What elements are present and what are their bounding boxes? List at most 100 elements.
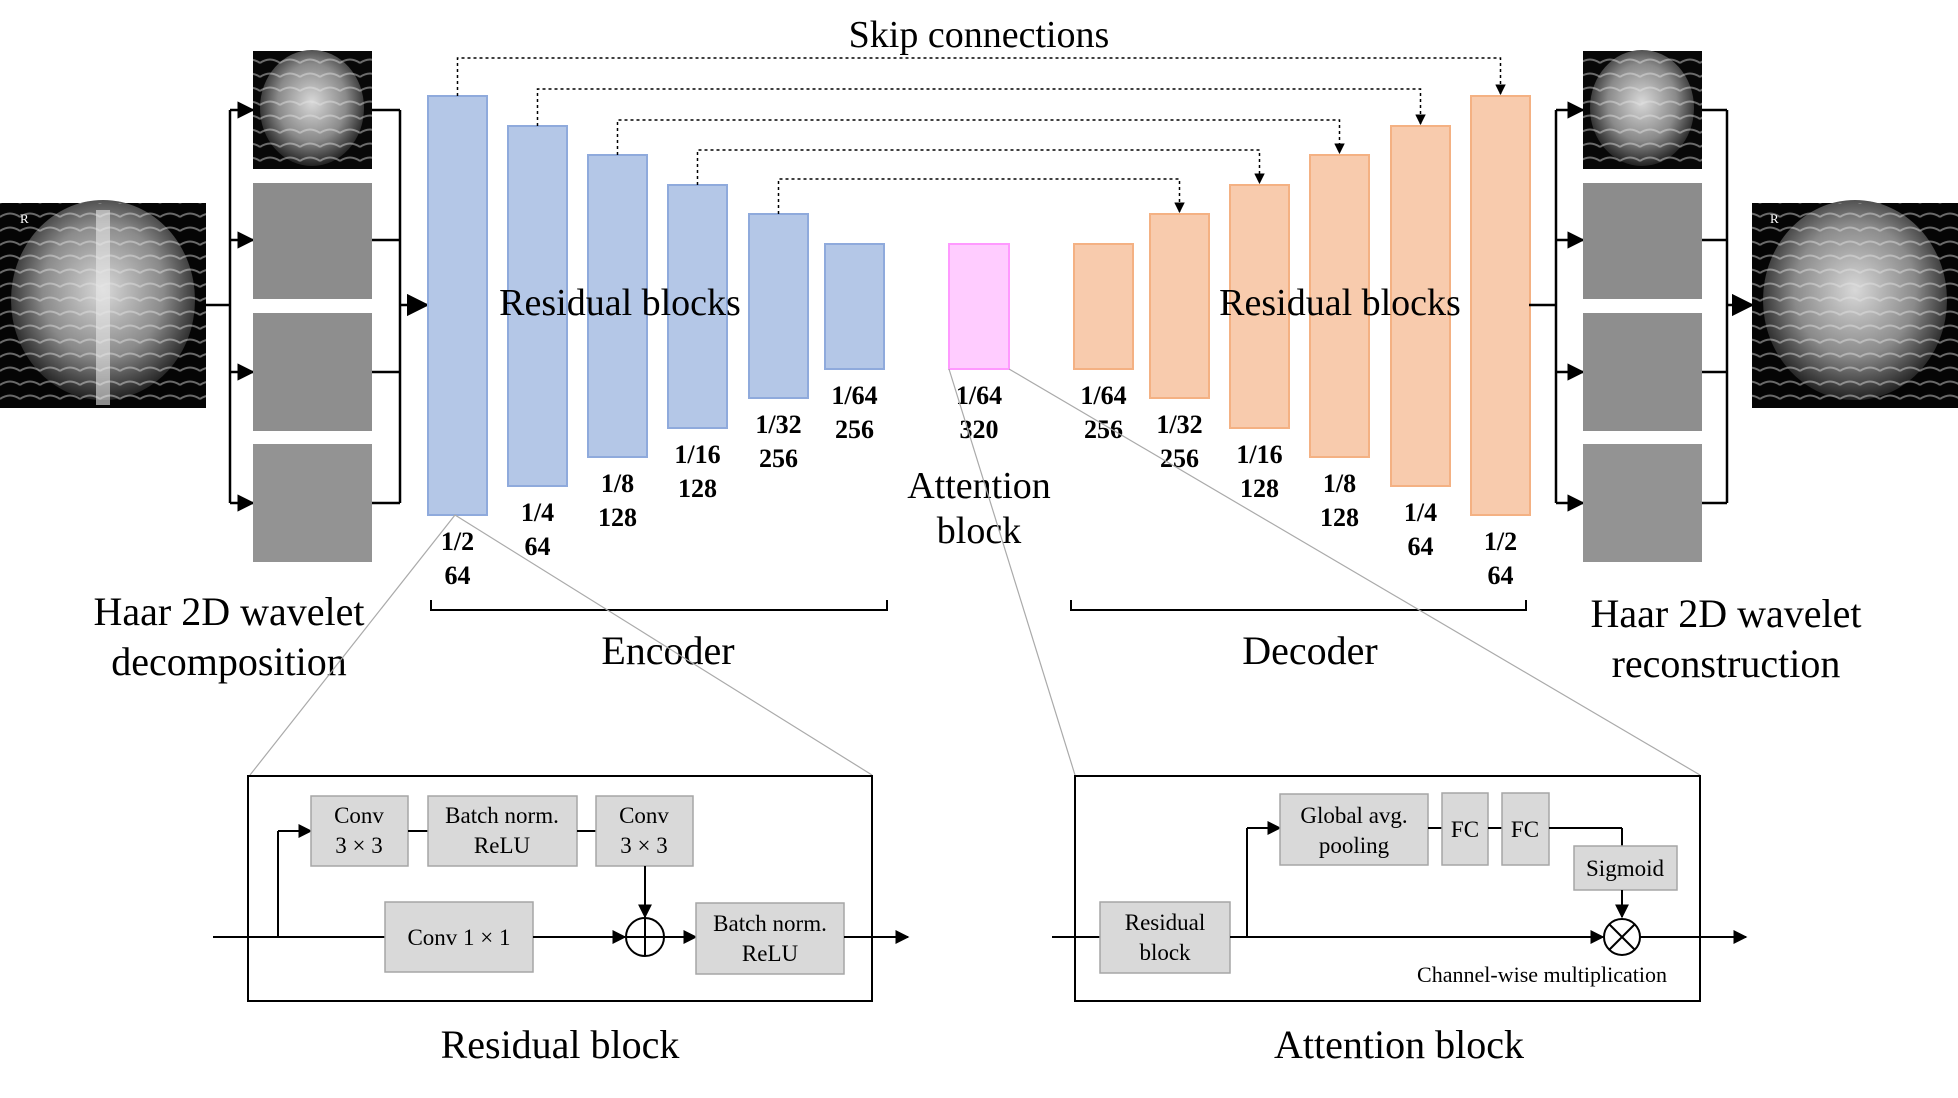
subband-ll-right — [1583, 50, 1702, 169]
input-xray-image: R — [0, 200, 206, 408]
sigmoid-label: Sigmoid — [1586, 856, 1664, 881]
encoder-block-5-channels: 256 — [759, 444, 798, 473]
reconstruction-label-line1: Haar 2D wavelet — [1591, 591, 1862, 636]
decoder-block-3-channels: 128 — [1240, 474, 1279, 503]
batchnorm-relu-a-line1: Batch norm. — [445, 803, 559, 828]
decoder-block-5-channels: 64 — [1408, 532, 1434, 561]
channel-multiplication-note: Channel-wise multiplication — [1417, 962, 1667, 987]
encoder-block-5-scale: 1/32 — [755, 410, 801, 439]
encoder-block-3-scale: 1/8 — [601, 469, 634, 498]
encoder-block-1-channels: 64 — [445, 561, 471, 590]
encoder-block-3-channels: 128 — [598, 503, 637, 532]
encoder-block-4-channels: 128 — [678, 474, 717, 503]
encoder-brace — [430, 600, 888, 611]
conv3x3-b-line1: Conv — [619, 803, 669, 828]
attn-residual-box: Residual block — [1099, 901, 1231, 974]
conv3x3-b-box: Conv 3 × 3 — [595, 795, 694, 867]
subband-ll-left — [253, 50, 372, 169]
encoder-block-6 — [824, 243, 885, 370]
subband-hh-left — [253, 444, 372, 562]
decoder-block-6-scale: 1/2 — [1484, 527, 1517, 556]
global-avg-pooling-box: Global avg. pooling — [1279, 793, 1429, 866]
encoder-block-4 — [667, 184, 728, 429]
residual-block-detail: Conv 3 × 3 Batch norm. ReLU Conv 3 × 3 C… — [213, 775, 910, 1002]
decomposition-merge — [372, 108, 430, 505]
decoder-block-2-channels: 256 — [1160, 444, 1199, 473]
encoder-block-6-scale: 1/64 — [831, 381, 877, 410]
subband-lh-right — [1583, 183, 1702, 299]
attn-residual-line1: Residual — [1125, 910, 1206, 935]
encoder-block-4-scale: 1/16 — [674, 440, 720, 469]
residual-block-title: Residual block — [441, 1022, 680, 1067]
skip-connection-5 — [777, 178, 1185, 214]
decomposition-label-line1: Haar 2D wavelet — [94, 589, 365, 634]
decoder-block-2 — [1149, 213, 1210, 399]
decoder-block-3 — [1229, 184, 1290, 429]
encoder-residual-label: Residual blocks — [499, 282, 741, 324]
decoder-brace — [1070, 600, 1527, 611]
skip-connections-title: Skip connections — [849, 14, 1110, 56]
skip-connection-1 — [456, 57, 1506, 96]
batchnorm-relu-a-box: Batch norm. ReLU — [427, 795, 578, 867]
conv3x3-b-line2: 3 × 3 — [620, 833, 667, 858]
decoder-block-5 — [1390, 125, 1451, 487]
attention-label-line1: Attention — [907, 465, 1051, 507]
decoder-block-6 — [1470, 95, 1531, 516]
subband-lh-left — [253, 183, 372, 299]
reconstruction-merge — [1702, 108, 1755, 505]
conv1x1-box: Conv 1 × 1 — [384, 901, 534, 973]
sigmoid-box: Sigmoid — [1573, 845, 1678, 891]
zoom-guide-lines — [249, 368, 1701, 776]
fc1-label: FC — [1451, 817, 1479, 842]
encoder-block-5 — [748, 213, 809, 399]
decoder-block-4-channels: 128 — [1320, 503, 1359, 532]
decoder-block-2-scale: 1/32 — [1156, 410, 1202, 439]
attention-block-title: Attention block — [1274, 1022, 1524, 1067]
gap-line1: Global avg. — [1300, 803, 1407, 828]
attention-block-detail: Residual block Global avg. pooling FC FC… — [1052, 775, 1748, 1002]
decoder-label: Decoder — [1242, 628, 1377, 673]
encoder-block-2-channels: 64 — [525, 532, 551, 561]
encoder-block-6-channels: 256 — [835, 415, 874, 444]
encoder-block-2-scale: 1/4 — [521, 498, 554, 527]
reconstruction-fork — [1529, 101, 1585, 512]
attention-scale-label: 1/64 — [956, 381, 1002, 410]
decomposition-fork — [228, 101, 255, 512]
decoder-block-4-scale: 1/8 — [1323, 469, 1356, 498]
fc2-label: FC — [1511, 817, 1539, 842]
output-marker-label: R — [1770, 211, 1779, 226]
multiply-operator — [1603, 918, 1641, 956]
reconstruction-label-line2: reconstruction — [1612, 641, 1841, 686]
skip-connections — [456, 57, 1506, 214]
decoder-block-1-scale: 1/64 — [1080, 381, 1126, 410]
encoder-blocks: 1/2 64 1/4 64 1/8 128 1/16 128 1/32 256 1/64 256 — [427, 95, 885, 590]
skip-connection-3 — [616, 119, 1345, 155]
output-xray-image: R — [1752, 200, 1958, 408]
decoder-residual-label: Residual blocks — [1219, 282, 1461, 324]
encoder-block-3 — [587, 154, 648, 458]
decoder-block-1-channels: 256 — [1084, 415, 1123, 444]
decoder-block-1 — [1073, 243, 1134, 370]
input-marker-label: R — [20, 211, 29, 226]
encoder-block-1-scale: 1/2 — [441, 527, 474, 556]
conv1x1-label: Conv 1 × 1 — [407, 925, 510, 950]
decoder-block-3-scale: 1/16 — [1236, 440, 1282, 469]
decoder-block-6-channels: 64 — [1488, 561, 1514, 590]
encoder-block-2 — [507, 125, 568, 487]
add-operator — [625, 917, 665, 957]
conv3x3-a-line1: Conv — [334, 803, 384, 828]
attention-label-line2: block — [937, 510, 1021, 552]
attention-bottleneck-block — [948, 243, 1010, 370]
decomposition-label-line2: decomposition — [111, 639, 347, 684]
subband-hh-right — [1583, 444, 1702, 562]
conv3x3-a-box: Conv 3 × 3 — [310, 795, 409, 867]
encoder-label: Encoder — [601, 628, 734, 673]
subband-hl-right — [1583, 313, 1702, 431]
skip-connection-4 — [696, 149, 1265, 185]
fc2-box: FC — [1501, 792, 1550, 866]
conv3x3-a-line2: 3 × 3 — [335, 833, 382, 858]
batchnorm-relu-a-line2: ReLU — [474, 833, 531, 858]
